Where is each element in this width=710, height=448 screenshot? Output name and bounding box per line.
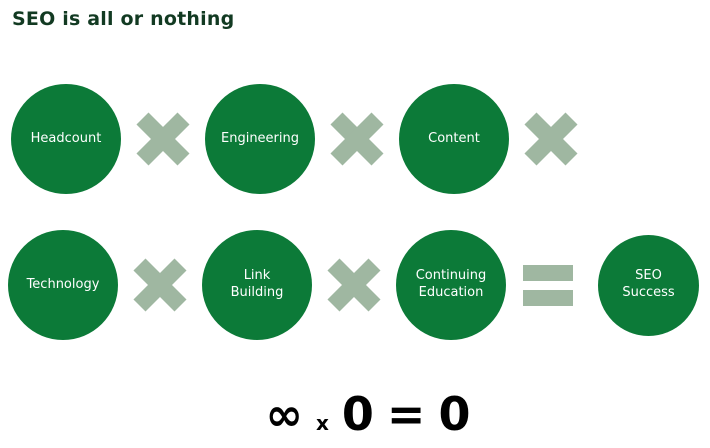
infinity-symbol: ∞: [265, 388, 304, 441]
circle-label: SEO Success: [622, 268, 675, 300]
equals-symbol: =: [386, 387, 426, 441]
multiply-icon: [134, 259, 186, 311]
circle-link-building: Link Building: [202, 230, 312, 340]
circle-seo-success: SEO Success: [598, 234, 699, 336]
circle-technology: Technology: [8, 230, 118, 340]
circle-engineering: Engineering: [205, 84, 315, 194]
zero-value: 0: [341, 387, 374, 441]
multiply-icon: [328, 259, 380, 311]
multiply-symbol: x: [316, 411, 329, 435]
multiply-icon: [525, 113, 577, 165]
circle-continuing-education: Continuing Education: [396, 230, 506, 340]
circle-label: Content: [428, 130, 480, 146]
circle-headcount: Headcount: [11, 84, 121, 194]
multiply-icon: [331, 113, 383, 165]
formula: ∞ x 0 = 0: [26, 391, 710, 437]
circle-content: Content: [399, 84, 509, 194]
circle-label: Engineering: [221, 130, 299, 146]
diagram-row-2: Technology Link Building Continuing Educat…: [0, 230, 699, 340]
multiply-icon: [137, 113, 189, 165]
equals-bar: [523, 264, 573, 281]
circle-label: Technology: [26, 276, 100, 292]
equals-icon: [522, 264, 574, 306]
circle-label: Link Building: [230, 268, 284, 300]
circle-label: Continuing Education: [415, 268, 487, 300]
result-value: 0: [438, 387, 471, 441]
page-title: SEO is all or nothing: [12, 8, 235, 30]
equals-bar: [523, 289, 573, 306]
circle-label: Headcount: [30, 130, 102, 146]
diagram-row-1: Headcount Engineering Content: [0, 84, 577, 194]
